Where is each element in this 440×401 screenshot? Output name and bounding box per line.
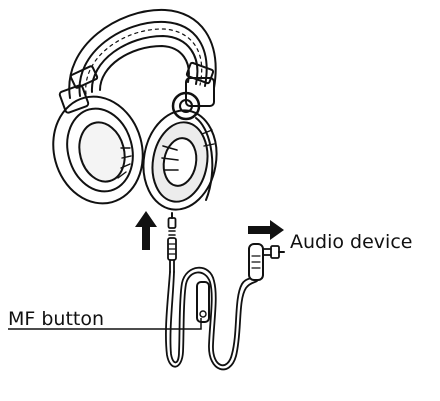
mf-button-icon bbox=[196, 281, 210, 323]
mf-button-leader bbox=[8, 318, 202, 330]
up-arrow-icon bbox=[135, 211, 157, 250]
side-audio-plug-icon bbox=[248, 243, 285, 281]
headphones-icon bbox=[52, 8, 218, 211]
label-leaders bbox=[8, 318, 202, 330]
top-audio-plug-icon bbox=[167, 212, 177, 273]
right-arrow-icon bbox=[248, 220, 284, 240]
audio-cable bbox=[165, 212, 285, 371]
mf-button-label: MF button bbox=[8, 308, 105, 330]
audio-device-label: Audio device bbox=[290, 231, 413, 253]
